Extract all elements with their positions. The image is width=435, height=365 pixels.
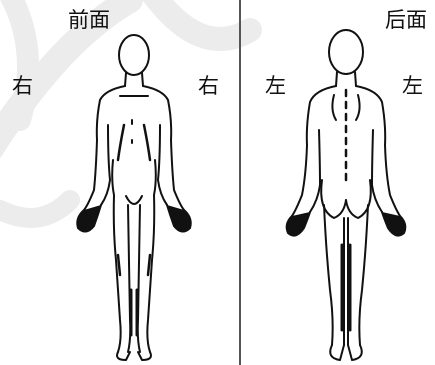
back-body-figure [240, 0, 435, 365]
front-right-side-label: 右 [198, 76, 219, 97]
front-body-figure [0, 0, 240, 365]
back-title: 后面 [385, 10, 427, 31]
back-right-side-label: 左 [402, 76, 423, 97]
front-left-side-label: 右 [12, 76, 33, 97]
back-left-side-label: 左 [265, 76, 286, 97]
front-title: 前面 [68, 10, 110, 31]
